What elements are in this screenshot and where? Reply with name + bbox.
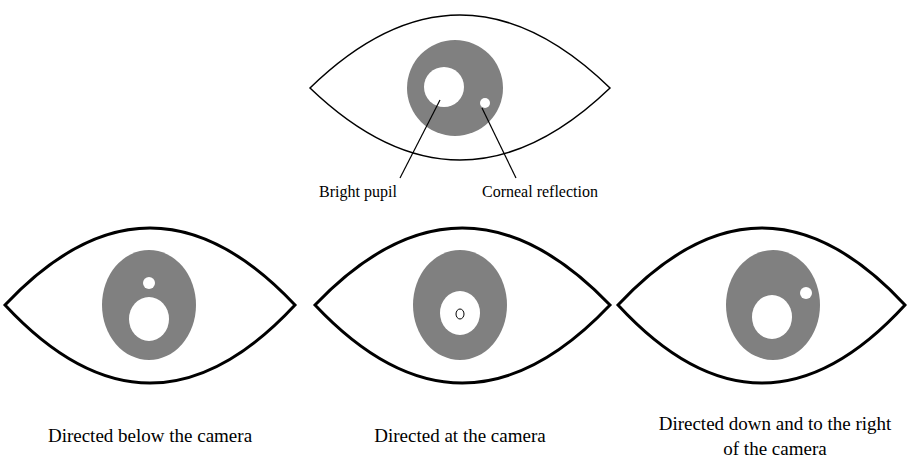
- caption-label: Directed at the camera: [320, 424, 600, 449]
- eye-outline: [310, 15, 610, 160]
- iris: [726, 250, 820, 360]
- bright-pupil: [424, 67, 464, 107]
- callout-label: Bright pupil: [288, 182, 428, 203]
- caption-label: Directed down and to the right of the ca…: [655, 412, 895, 461]
- iris: [102, 250, 196, 360]
- corneal-reflection: [456, 309, 464, 319]
- corneal-reflection: [800, 287, 812, 299]
- eye-outline: [618, 228, 905, 383]
- iris: [413, 250, 507, 360]
- caption-label: Directed below the camera: [10, 424, 290, 449]
- bright-pupil: [129, 297, 169, 341]
- corneal-reflection: [480, 98, 490, 108]
- bright-pupil: [752, 295, 792, 339]
- corneal-reflection: [143, 277, 155, 289]
- callout-label: Corneal reflection: [450, 182, 630, 203]
- leader-line: [400, 100, 440, 178]
- eye-outline: [5, 228, 295, 383]
- eye-outline: [315, 228, 610, 383]
- bright-pupil: [440, 291, 480, 335]
- leader-line: [482, 108, 516, 178]
